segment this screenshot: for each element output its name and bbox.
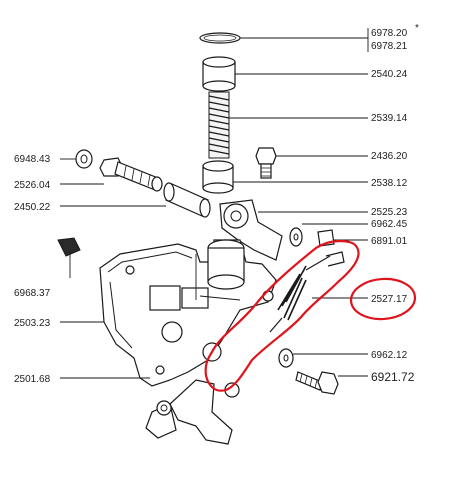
selector-lever bbox=[145, 379, 240, 445]
washer-6962-12 bbox=[278, 348, 294, 368]
label-2526-04: 2526.04 bbox=[14, 180, 51, 191]
label-2539-14: 2539.14 bbox=[371, 113, 408, 124]
label-2503-23: 2503.23 bbox=[14, 318, 51, 329]
cap-sleeve bbox=[202, 56, 236, 92]
washer-6962-45 bbox=[289, 227, 303, 247]
washer bbox=[75, 149, 93, 169]
key-pin bbox=[57, 237, 81, 262]
retaining-clip bbox=[199, 32, 241, 44]
label-6962-12: 6962.12 bbox=[371, 350, 408, 361]
label-2450-22: 2450.22 bbox=[14, 202, 51, 213]
label-6891-01: 6891.01 bbox=[371, 236, 408, 247]
lever-arm bbox=[219, 199, 283, 261]
gearbox-housing bbox=[99, 239, 277, 387]
bushing bbox=[202, 160, 234, 194]
label-6948-43: 6948.43 bbox=[14, 154, 51, 165]
label-2527-17: 2527.17 bbox=[371, 294, 408, 305]
label-2436-20: 2436.20 bbox=[371, 151, 408, 162]
spacer-tube bbox=[163, 182, 211, 218]
label-6978-21: 6978.21 bbox=[371, 41, 408, 52]
label-6978-20-mark: * bbox=[415, 23, 419, 34]
return-spring bbox=[269, 251, 345, 333]
annotation-circle bbox=[349, 277, 417, 321]
label-6978-20: 6978.20 bbox=[371, 28, 408, 39]
hex-bolt bbox=[295, 371, 339, 395]
label-6962-45: 6962.45 bbox=[371, 219, 408, 230]
pivot-pin bbox=[99, 157, 163, 192]
label-2525-23: 2525.23 bbox=[371, 207, 408, 218]
label-6968-37: 6968.37 bbox=[14, 288, 51, 299]
spring bbox=[208, 91, 230, 159]
part-labels: 6978.20 * 6978.21 2540.24 2539.14 6948.4… bbox=[14, 23, 419, 385]
label-2540-24: 2540.24 bbox=[371, 69, 408, 80]
label-6921-72: 6921.72 bbox=[371, 370, 415, 384]
label-2501-68: 2501.68 bbox=[14, 374, 51, 385]
small-bolt bbox=[255, 147, 277, 179]
label-2538-12: 2538.12 bbox=[371, 178, 408, 189]
annotation-lasso bbox=[204, 239, 360, 392]
